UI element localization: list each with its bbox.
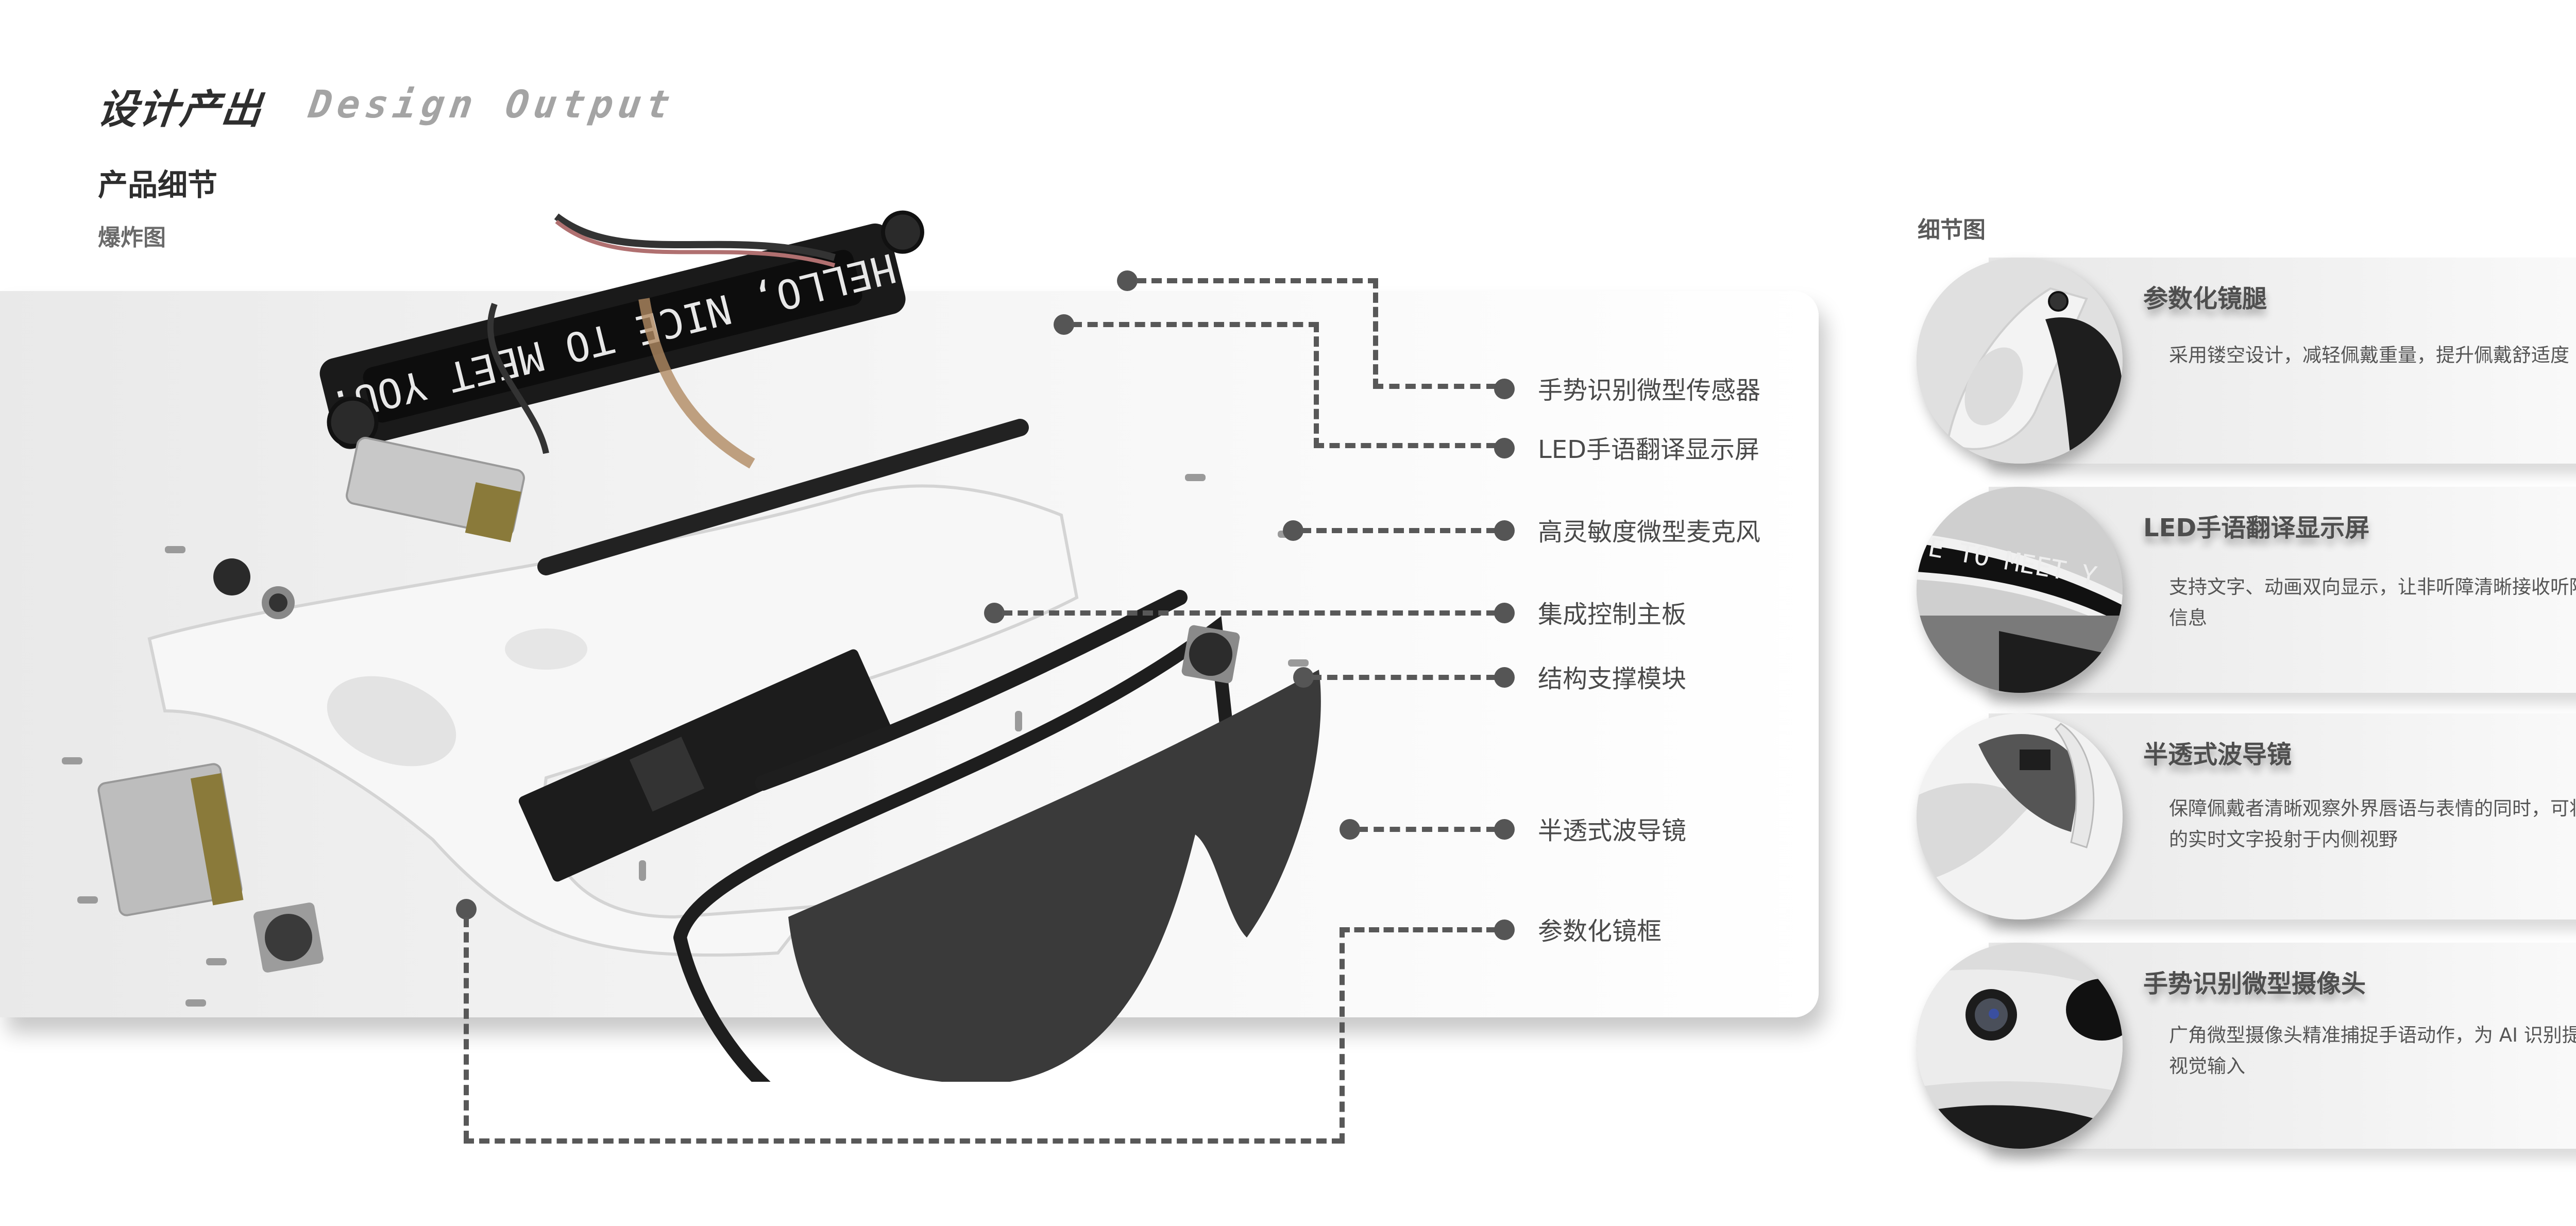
label-led-display: LED手语翻译显示屏 (1538, 435, 1760, 464)
callout-line (1373, 278, 1378, 389)
detail-image-waveguide (1917, 713, 2123, 919)
callout-line (1314, 322, 1319, 448)
label-waveguide-lens: 半透式波导镜 (1538, 816, 1687, 845)
callout-line (1340, 927, 1345, 1144)
callout-anchor-dot (1293, 667, 1314, 688)
detail-heading: LED手语翻译显示屏 (2143, 514, 2370, 542)
exploded-view-illustration: HELLO, NICE TO MEET YOU. (62, 210, 1321, 1082)
callout-dot (1494, 667, 1515, 688)
detail-heading: 参数化镜腿 (2143, 284, 2267, 313)
callout-anchor-dot (1117, 270, 1138, 291)
detail-section-title: 细节图 (1918, 217, 1986, 243)
callout-line (1002, 610, 1497, 616)
label-gesture-sensor: 手势识别微型传感器 (1538, 376, 1761, 405)
callout-line (464, 1138, 1342, 1144)
callout-dot (1494, 520, 1515, 541)
detail-image-temple (1917, 258, 2123, 464)
callout-dot (1494, 379, 1515, 399)
callout-dot (1494, 919, 1515, 940)
callout-line (464, 917, 469, 1141)
callout-anchor-dot (984, 603, 1005, 623)
section-title-product-details: 产品细节 (98, 167, 218, 202)
detail-card-camera: 手势识别微型摄像头 广角微型摄像头精准捕捉手语动作，为 AI 识别提供清晰的视觉… (1917, 943, 2576, 1149)
callout-anchor-dot (1283, 520, 1303, 541)
callout-line (1301, 528, 1497, 533)
callout-line (1136, 278, 1378, 283)
detail-description: 支持文字、动画双向显示，让非听障清晰接收听障者的输出信息 (2169, 576, 2576, 629)
led-display-text: HELLO, NICE TO MEET YOU. (326, 244, 900, 430)
callout-line (1358, 827, 1497, 832)
page-title-cn: 设计产出 (95, 87, 265, 133)
callout-anchor-dot (456, 899, 477, 919)
callout-line (1072, 322, 1319, 327)
callout-anchor-dot (1340, 819, 1360, 840)
callout-line (1314, 443, 1497, 448)
callout-dot (1494, 819, 1515, 840)
detail-heading: 半透式波导镜 (2143, 740, 2292, 769)
callout-line (1373, 384, 1497, 389)
label-parametric-frame: 参数化镜框 (1538, 917, 1662, 946)
detail-image-camera (1917, 943, 2123, 1149)
callout-line (1311, 675, 1497, 680)
page-title-en: Design Output (306, 82, 678, 127)
detail-description: 采用镂空设计，减轻佩戴重量，提升佩戴舒适度 (2169, 344, 2569, 366)
label-main-board: 集成控制主板 (1538, 600, 1687, 629)
detail-heading: 手势识别微型摄像头 (2143, 969, 2366, 998)
detail-description: 广角微型摄像头精准捕捉手语动作，为 AI 识别提供清晰的视觉输入 (2169, 1024, 2576, 1077)
callout-dot (1494, 438, 1515, 458)
callout-anchor-dot (1054, 314, 1074, 335)
callout-dot (1494, 603, 1515, 623)
detail-card-waveguide: 半透式波导镜 保障佩戴者清晰观察外界唇语与表情的同时，可将语音转写的实时文字投射… (1917, 713, 2576, 919)
detail-card-temple: 参数化镜腿 采用镂空设计，减轻佩戴重量，提升佩戴舒适度 (1917, 258, 2576, 464)
detail-card-led-display: E TO MEET Y LED手语翻译显示屏 支持文字、动画双向显示，让非听障清… (1917, 487, 2576, 693)
callout-line (1340, 927, 1497, 932)
label-microphone: 高灵敏度微型麦克风 (1538, 518, 1761, 547)
detail-description: 保障佩戴者清晰观察外界唇语与表情的同时，可将语音转写的实时文字投射于内侧视野 (2169, 797, 2576, 850)
label-structure-support: 结构支撑模块 (1538, 665, 1687, 693)
subsection-title-exploded-view: 爆炸图 (98, 225, 166, 251)
detail-image-led-display: E TO MEET Y (1917, 487, 2123, 693)
